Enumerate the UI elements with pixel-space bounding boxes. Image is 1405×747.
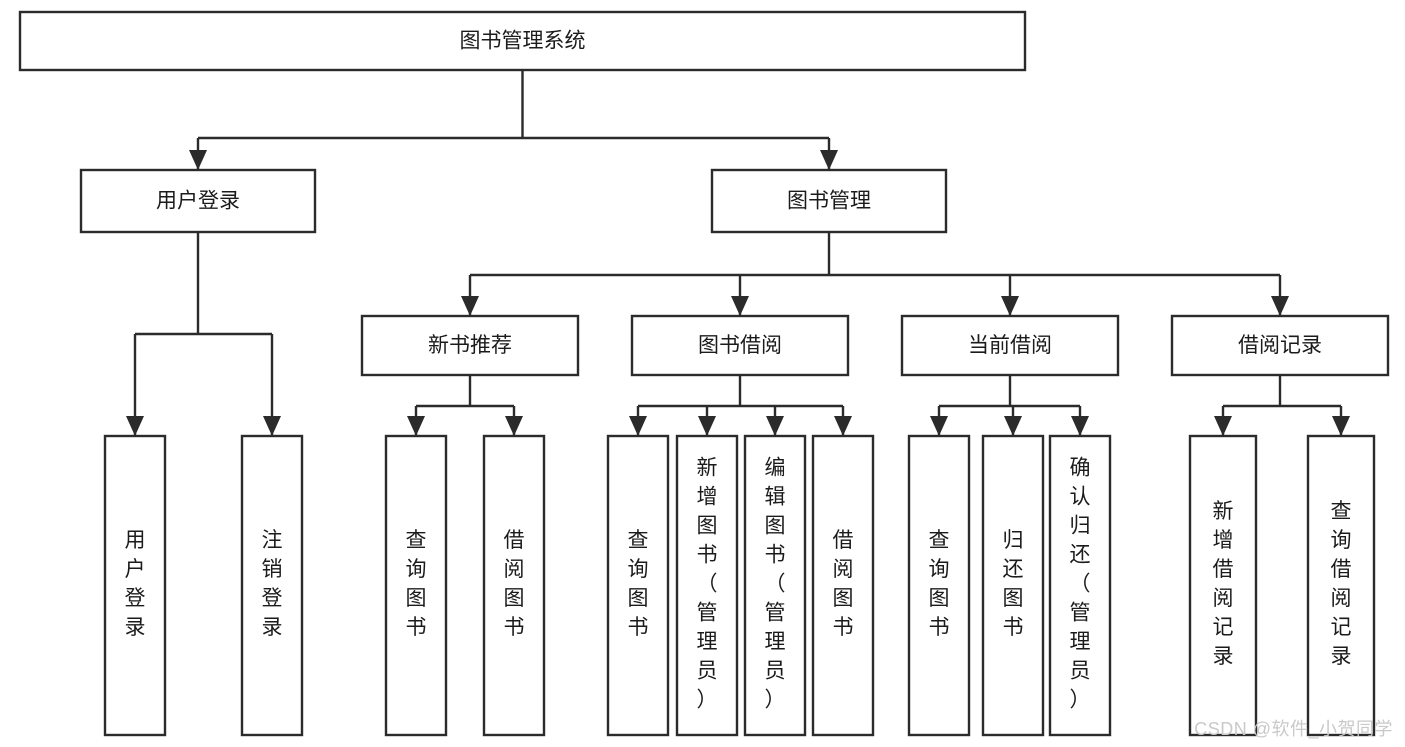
node-label: 编辑图书（管理员） — [765, 457, 786, 712]
watermark: CSDN @软件_小贺同学 — [1194, 719, 1393, 739]
node-leaf-编辑图书管理员-6[interactable]: 编辑图书（管理员） — [743, 434, 807, 737]
node-box — [1188, 434, 1258, 737]
node-box — [360, 314, 580, 377]
arrow-head-icon — [1071, 416, 1089, 436]
arrow-head-icon — [189, 150, 207, 170]
arrow-head-icon — [731, 296, 749, 316]
arrow-head-icon — [461, 296, 479, 316]
arrow-head-icon — [263, 416, 281, 436]
node-leaf-归还图书-9[interactable]: 归还图书 — [981, 434, 1045, 737]
node-l3-新书推荐-0[interactable]: 新书推荐 — [360, 314, 580, 377]
node-box — [1048, 434, 1112, 737]
node-label: 查询借阅记录 — [1331, 500, 1352, 668]
node-label: 用户登录 — [125, 529, 146, 639]
node-label: 图书管理 — [787, 190, 871, 213]
node-label: 归还图书 — [1003, 529, 1024, 639]
node-l2-图书管理-1[interactable]: 图书管理 — [710, 168, 948, 234]
arrow-head-icon — [1332, 416, 1350, 436]
node-leaf-注销登录-1[interactable]: 注销登录 — [240, 434, 304, 737]
node-label: 图书管理系统 — [460, 30, 586, 53]
node-leaf-确认归还管理员-10[interactable]: 确认归还（管理员） — [1048, 434, 1112, 737]
arrow-head-icon — [505, 416, 523, 436]
node-label: 新增借阅记录 — [1213, 500, 1234, 668]
arrow-head-icon — [1004, 416, 1022, 436]
node-label: 查询图书 — [406, 529, 427, 639]
connector-layer — [126, 70, 1350, 436]
node-box — [240, 434, 304, 737]
node-box — [1170, 314, 1390, 377]
arrow-head-icon — [407, 416, 425, 436]
node-l3-图书借阅-1[interactable]: 图书借阅 — [630, 314, 850, 377]
arrow-head-icon — [834, 416, 852, 436]
node-label: 借阅记录 — [1238, 334, 1322, 357]
node-label: 确认归还（管理员） — [1070, 457, 1091, 712]
node-box — [103, 434, 167, 737]
arrow-head-icon — [766, 416, 784, 436]
node-label: 注销登录 — [262, 529, 283, 639]
node-leaf-新增图书管理员-5[interactable]: 新增图书（管理员） — [675, 434, 739, 737]
arrow-head-icon — [930, 416, 948, 436]
node-leaf-新增借阅记录-11[interactable]: 新增借阅记录 — [1188, 434, 1258, 737]
node-label: 借阅图书 — [504, 529, 525, 639]
node-leaf-查询图书-2[interactable]: 查询图书 — [384, 434, 448, 737]
node-box — [606, 434, 670, 737]
node-label: 用户登录 — [156, 190, 240, 213]
node-box — [18, 10, 1027, 72]
node-box — [1306, 434, 1376, 737]
node-box — [630, 314, 850, 377]
node-box — [811, 434, 875, 737]
node-l2-用户登录-0[interactable]: 用户登录 — [79, 168, 317, 234]
node-l3-当前借阅-2[interactable]: 当前借阅 — [900, 314, 1120, 377]
node-leaf-查询图书-8[interactable]: 查询图书 — [907, 434, 971, 737]
node-label: 查询图书 — [929, 529, 950, 639]
node-box — [981, 434, 1045, 737]
node-label: 当前借阅 — [968, 334, 1052, 357]
node-leaf-借阅图书-3[interactable]: 借阅图书 — [482, 434, 546, 737]
node-leaf-用户登录-0[interactable]: 用户登录 — [103, 434, 167, 737]
node-box — [482, 434, 546, 737]
node-box — [384, 434, 448, 737]
arrow-head-icon — [629, 416, 647, 436]
node-box — [675, 434, 739, 737]
node-box — [79, 168, 317, 234]
arrow-head-icon — [1271, 296, 1289, 316]
node-leaf-借阅图书-7[interactable]: 借阅图书 — [811, 434, 875, 737]
node-leaf-查询图书-4[interactable]: 查询图书 — [606, 434, 670, 737]
node-label: 新书推荐 — [428, 334, 512, 357]
node-box — [900, 314, 1120, 377]
arrow-head-icon — [1214, 416, 1232, 436]
arrow-head-icon — [126, 416, 144, 436]
arrow-head-icon — [820, 150, 838, 170]
node-label: 借阅图书 — [833, 529, 854, 639]
node-root-图书管理系统-0[interactable]: 图书管理系统 — [18, 10, 1027, 72]
node-box — [710, 168, 948, 234]
node-l3-借阅记录-3[interactable]: 借阅记录 — [1170, 314, 1390, 377]
arrow-head-icon — [1001, 296, 1019, 316]
node-box — [907, 434, 971, 737]
node-leaf-查询借阅记录-12[interactable]: 查询借阅记录 — [1306, 434, 1376, 737]
node-label: 新增图书（管理员） — [697, 457, 718, 712]
node-label: 查询图书 — [628, 529, 649, 639]
arrow-head-icon — [698, 416, 716, 436]
node-layer: 图书管理系统用户登录图书管理新书推荐图书借阅当前借阅借阅记录用户登录注销登录查询… — [18, 10, 1390, 737]
node-box — [743, 434, 807, 737]
node-label: 图书借阅 — [698, 334, 782, 357]
